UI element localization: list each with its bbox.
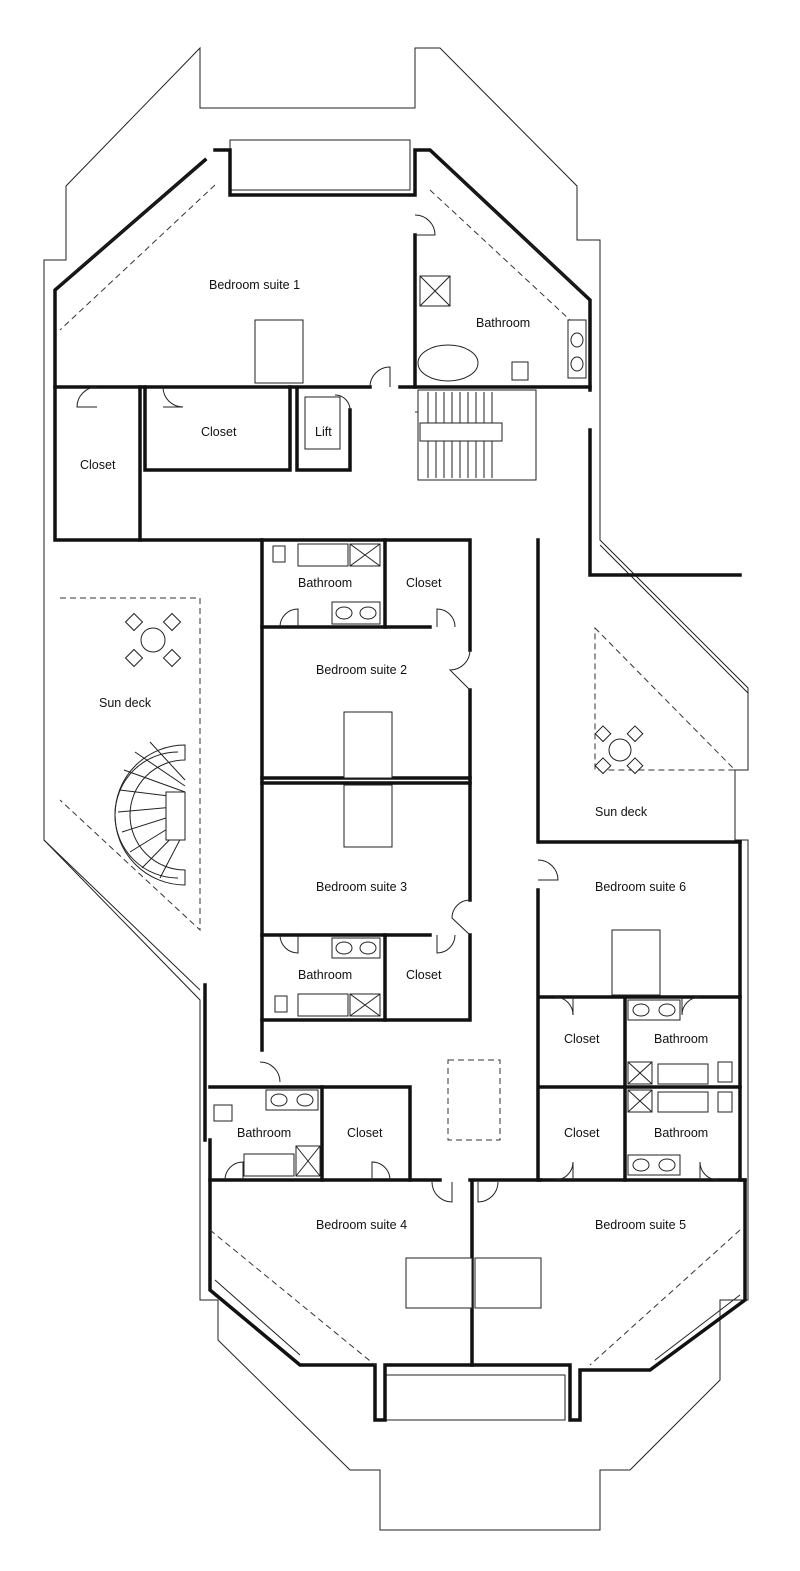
door-swings (76, 214, 719, 1203)
label-sun-deck-right: Sun deck (595, 805, 648, 819)
label-closet-top: Closet (201, 425, 237, 439)
label-sun-deck-left: Sun deck (99, 696, 152, 710)
room-labels: Bedroom suite 1 Bathroom Closet Closet L… (80, 278, 708, 1232)
label-bathroom-4: Bathroom (237, 1126, 291, 1140)
fixtures (213, 275, 733, 1177)
label-bathroom-top: Bathroom (476, 316, 530, 330)
label-bathroom-2: Bathroom (298, 576, 352, 590)
label-closet-left: Closet (80, 458, 116, 472)
lift-car (304, 396, 341, 450)
label-bedroom-suite-1: Bedroom suite 1 (209, 278, 300, 292)
spiral-stair (114, 741, 186, 886)
label-bedroom-suite-3: Bedroom suite 3 (316, 880, 407, 894)
table-set-left (124, 612, 182, 668)
roof-outline (43, 46, 749, 1531)
label-bedroom-suite-2: Bedroom suite 2 (316, 663, 407, 677)
label-closet-5: Closet (564, 1126, 600, 1140)
label-closet-4: Closet (347, 1126, 383, 1140)
label-closet-2: Closet (406, 576, 442, 590)
table-set-right (594, 725, 644, 775)
label-closet-6: Closet (564, 1032, 600, 1046)
label-bedroom-suite-5: Bedroom suite 5 (595, 1218, 686, 1232)
beds (254, 319, 661, 1309)
label-lift: Lift (315, 425, 332, 439)
main-stair (417, 389, 537, 481)
label-bathroom-6: Bathroom (654, 1032, 708, 1046)
label-bedroom-suite-4: Bedroom suite 4 (316, 1218, 407, 1232)
label-bathroom-5: Bathroom (654, 1126, 708, 1140)
interior-walls (53, 233, 747, 1367)
window-strips (59, 164, 741, 1361)
label-closet-3: Closet (406, 968, 442, 982)
label-bedroom-suite-6: Bedroom suite 6 (595, 880, 686, 894)
label-bathroom-3: Bathroom (298, 968, 352, 982)
dashed-lines (59, 184, 741, 1366)
